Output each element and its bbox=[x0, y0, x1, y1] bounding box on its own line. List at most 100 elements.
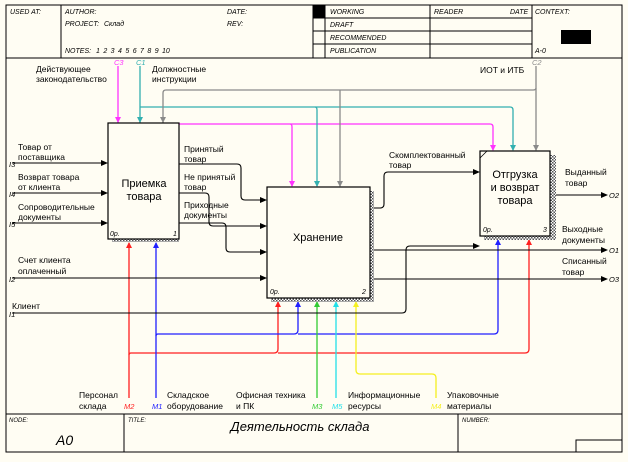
assembled-goods-line2: товар bbox=[389, 160, 412, 170]
o1-code: O1 bbox=[609, 246, 619, 255]
number-label: NUMBER: bbox=[462, 418, 490, 424]
mechanism-arrow-m2[interactable] bbox=[126, 239, 532, 398]
author-label: AUTHOR: bbox=[64, 9, 97, 16]
i4-code: I4 bbox=[9, 190, 15, 199]
box-1-cost: 0р. bbox=[110, 231, 120, 238]
i3-label-line2: поставщика bbox=[18, 152, 65, 162]
i5-label-line2: документы bbox=[18, 212, 61, 222]
reader-date-label: DATE bbox=[510, 9, 528, 16]
m5-label-line2: ресурсы bbox=[348, 401, 381, 411]
c3-code: C3 bbox=[114, 58, 124, 67]
i4-label-line2: от клиента bbox=[18, 182, 61, 192]
box-1-title-line2: товара bbox=[126, 191, 162, 203]
incoming-docs-line1: Приходные bbox=[184, 200, 229, 210]
m1-label-line2: оборудование bbox=[167, 401, 223, 411]
project-label: PROJECT: bbox=[65, 21, 99, 28]
o2-code: O2 bbox=[609, 191, 620, 200]
used-at-label: USED AT: bbox=[10, 9, 41, 16]
footer-block: NODE: A0 TITLE: Деятельность склада NUMB… bbox=[6, 413, 623, 453]
status-publication: PUBLICATION bbox=[330, 48, 377, 55]
o1-label-line2: документы bbox=[562, 235, 605, 245]
mechanism-arrow-m4[interactable] bbox=[353, 301, 437, 398]
m5-code: M5 bbox=[332, 402, 343, 411]
box-1-title-line1: Приемка bbox=[121, 178, 167, 190]
status-working-marker bbox=[313, 5, 325, 18]
rejected-goods-line2: товар bbox=[184, 182, 207, 192]
o3-label-line1: Списанный bbox=[562, 256, 607, 266]
m4-code: M4 bbox=[431, 402, 441, 411]
activity-box-2[interactable]: Хранение 0р. 2 bbox=[266, 186, 374, 302]
status-recommended: RECOMMENDED bbox=[330, 35, 386, 42]
i5-code: I5 bbox=[9, 220, 16, 229]
m3-label-line1: Офисная техника bbox=[236, 390, 306, 400]
header-block: USED AT: AUTHOR: PROJECT: Склад NOTES: 1… bbox=[6, 5, 622, 59]
c2-code: C2 bbox=[532, 58, 542, 67]
c1-label-line2: инструкции bbox=[152, 74, 197, 84]
internal-arrows[interactable] bbox=[179, 163, 608, 282]
m2-label-line1: Персонал bbox=[79, 390, 118, 400]
m2-code: M2 bbox=[124, 402, 135, 411]
assembled-goods-line1: Скомплектованный bbox=[389, 150, 466, 160]
mechanism-arrow-m5[interactable] bbox=[333, 301, 339, 398]
box-3-cost: 0р. bbox=[483, 227, 493, 234]
o3-label-line2: товар bbox=[562, 267, 585, 277]
m4-label-line2: материалы bbox=[447, 401, 491, 411]
c3-label-line1: Действующее bbox=[36, 64, 91, 74]
accepted-goods-line1: Принятый bbox=[184, 144, 224, 154]
box-3-title-line1: Отгрузка bbox=[492, 169, 538, 181]
activity-box-3[interactable]: Отгрузка и возврат товара 0р. 3 bbox=[479, 150, 556, 240]
i1-label: Клиент bbox=[12, 301, 40, 311]
c3-label-line2: законодательство bbox=[36, 74, 107, 84]
o3-code: O3 bbox=[609, 275, 620, 284]
project-value: Склад bbox=[104, 20, 124, 28]
context-thumbnail bbox=[561, 30, 591, 44]
o2-label-line2: товар bbox=[565, 178, 588, 188]
m3-code: M3 bbox=[312, 402, 323, 411]
mechanism-arrow-m1[interactable] bbox=[153, 239, 501, 398]
m1-label-line1: Складское bbox=[167, 390, 209, 400]
activity-box-1[interactable]: Приемка товара 0р. 1 bbox=[107, 122, 180, 242]
diagram-title: Деятельность склада bbox=[229, 419, 370, 434]
status-working: WORKING bbox=[330, 9, 365, 16]
context-node: A-0 bbox=[534, 48, 546, 55]
reader-label: READER bbox=[434, 9, 463, 16]
c1-code: C1 bbox=[136, 58, 146, 67]
date-label: DATE: bbox=[227, 9, 247, 16]
i2-label-line2: оплаченный bbox=[18, 266, 66, 276]
i1-code: I1 bbox=[9, 310, 15, 319]
rev-label: REV: bbox=[227, 21, 243, 28]
node-value: A0 bbox=[55, 432, 73, 448]
rejected-goods-line1: Не принятый bbox=[184, 172, 236, 182]
box-3-title-line3: товара bbox=[497, 195, 533, 207]
o2-label-line1: Выданный bbox=[565, 167, 607, 177]
box-2-number: 2 bbox=[361, 289, 366, 296]
status-draft: DRAFT bbox=[330, 22, 354, 29]
mechanism-arrow-m3[interactable] bbox=[314, 301, 320, 398]
context-label: CONTEXT: bbox=[535, 9, 570, 16]
notes-numbers: 1 2 3 4 5 6 7 8 9 10 bbox=[96, 48, 170, 55]
m2-label-line2: склада bbox=[79, 401, 107, 411]
i3-code: I3 bbox=[9, 160, 16, 169]
i2-label-line1: Счет клиента bbox=[18, 255, 71, 265]
c1-label-line1: Должностные bbox=[152, 64, 206, 74]
m4-label-line1: Упаковочные bbox=[447, 390, 499, 400]
incoming-docs-line2: документы bbox=[184, 210, 227, 220]
accepted-goods-line2: товар bbox=[184, 154, 207, 164]
control-arrow-c2[interactable] bbox=[160, 66, 539, 187]
control-arrow-c3[interactable] bbox=[115, 66, 496, 187]
box-2-cost: 0р. bbox=[270, 289, 280, 296]
control-arrow-c1[interactable] bbox=[137, 66, 516, 187]
box-1-number: 1 bbox=[173, 231, 177, 238]
m5-label-line1: Информационные bbox=[348, 390, 421, 400]
notes-label: NOTES: bbox=[65, 48, 91, 55]
box-3-title-line2: и возврат bbox=[491, 182, 540, 194]
m3-label-line2: и ПК bbox=[236, 401, 254, 411]
node-label: NODE: bbox=[9, 418, 28, 424]
i4-label-line1: Возврат товара bbox=[18, 172, 80, 182]
o1-label-line1: Выходные bbox=[562, 224, 603, 234]
box-2-title: Хранение bbox=[293, 232, 343, 244]
i5-label-line1: Сопроводительные bbox=[18, 202, 95, 212]
i3-label-line1: Товар от bbox=[18, 142, 52, 152]
